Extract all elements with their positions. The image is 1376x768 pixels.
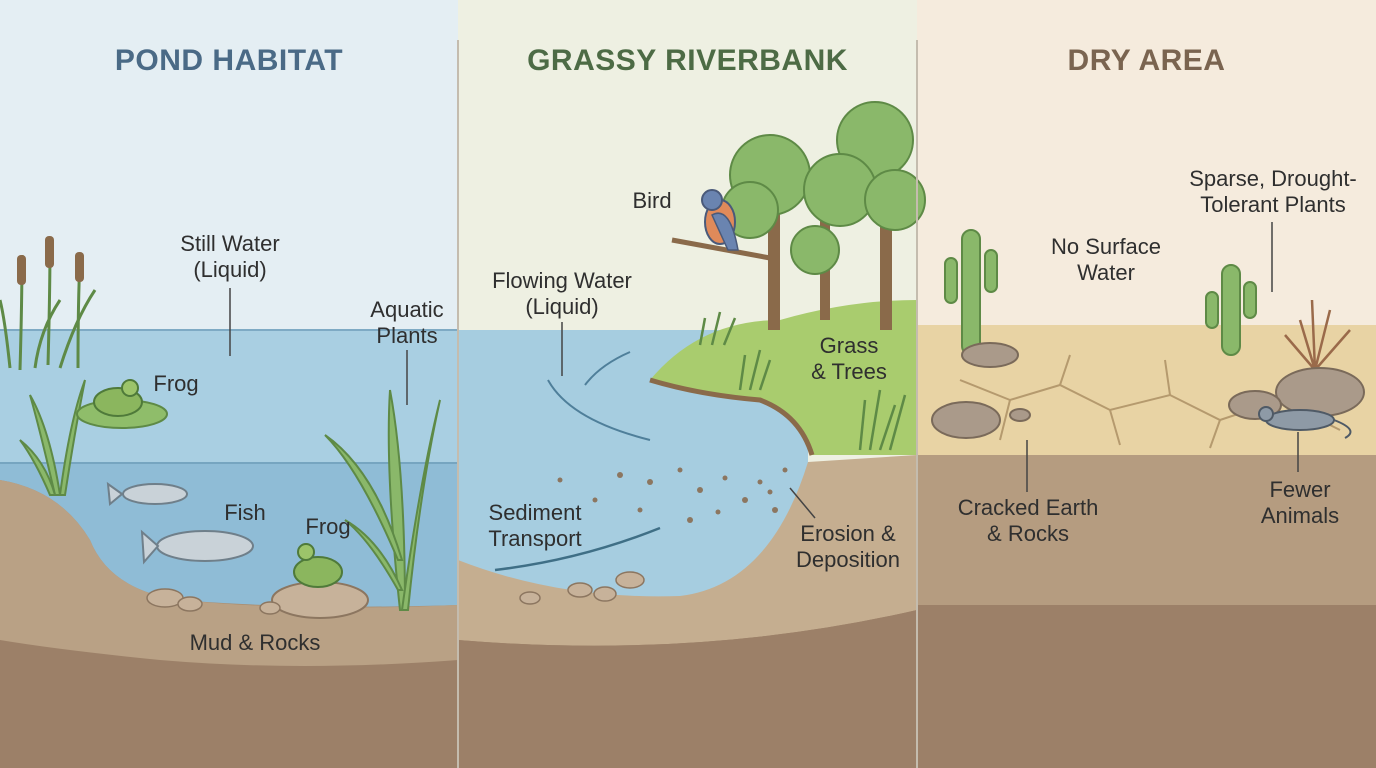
flowing-water-label: Flowing Water(Liquid)	[492, 268, 632, 319]
branch	[671, 237, 771, 261]
flow-arrow-1	[584, 351, 631, 386]
riverbank-panel	[458, 101, 926, 768]
dry-shrub	[1284, 299, 1351, 371]
pond-surface-water	[0, 330, 458, 470]
bird-label: Bird	[632, 188, 672, 213]
cracked-earth-label: Cracked Earth& Rocks	[957, 495, 1099, 546]
dry-panel	[917, 222, 1376, 605]
river-soil-band	[458, 610, 917, 768]
dry-soil	[917, 455, 1376, 605]
dry-area-title: DRY AREA	[1067, 44, 1226, 77]
cactus-right	[1205, 264, 1257, 356]
aquatic-plant-right	[324, 389, 441, 611]
still-water-label: Still Water(Liquid)	[180, 231, 280, 282]
fish-large-figure	[140, 529, 254, 565]
grass-bank	[650, 300, 917, 455]
erosion-pointer	[789, 487, 816, 519]
mud-rocks-label: Mud & Rocks	[189, 630, 321, 655]
grass-tufts	[698, 311, 907, 451]
frog-top-label: Frog	[153, 371, 199, 396]
pond-habitat-title: POND HABITAT	[114, 44, 344, 77]
frog-bottom-label: Frog	[305, 514, 351, 539]
sediment-dots	[557, 467, 788, 523]
frog-bottom-figure	[293, 543, 343, 588]
frog-top-figure	[93, 379, 143, 417]
fish-label: Fish	[224, 500, 266, 525]
bird-figure	[701, 189, 739, 251]
riverbed-rocks	[519, 571, 645, 605]
grassy-riverbank-title: GRASSY RIVERBANK	[527, 44, 848, 77]
trees	[721, 101, 926, 330]
erosion-deposition-label: Erosion &Deposition	[796, 521, 900, 572]
grass-trees-label: Grass& Trees	[811, 333, 887, 384]
bank-edge	[649, 377, 815, 456]
mud-layer	[0, 480, 458, 666]
flow-arrow-2	[547, 379, 651, 441]
pond-panel	[0, 236, 458, 666]
fish-small-figure	[106, 481, 188, 506]
sediment-arrow	[494, 526, 661, 572]
lizard-figure	[1258, 406, 1352, 439]
sparse-plants-label: Sparse, Drought-Tolerant Plants	[1189, 166, 1357, 217]
